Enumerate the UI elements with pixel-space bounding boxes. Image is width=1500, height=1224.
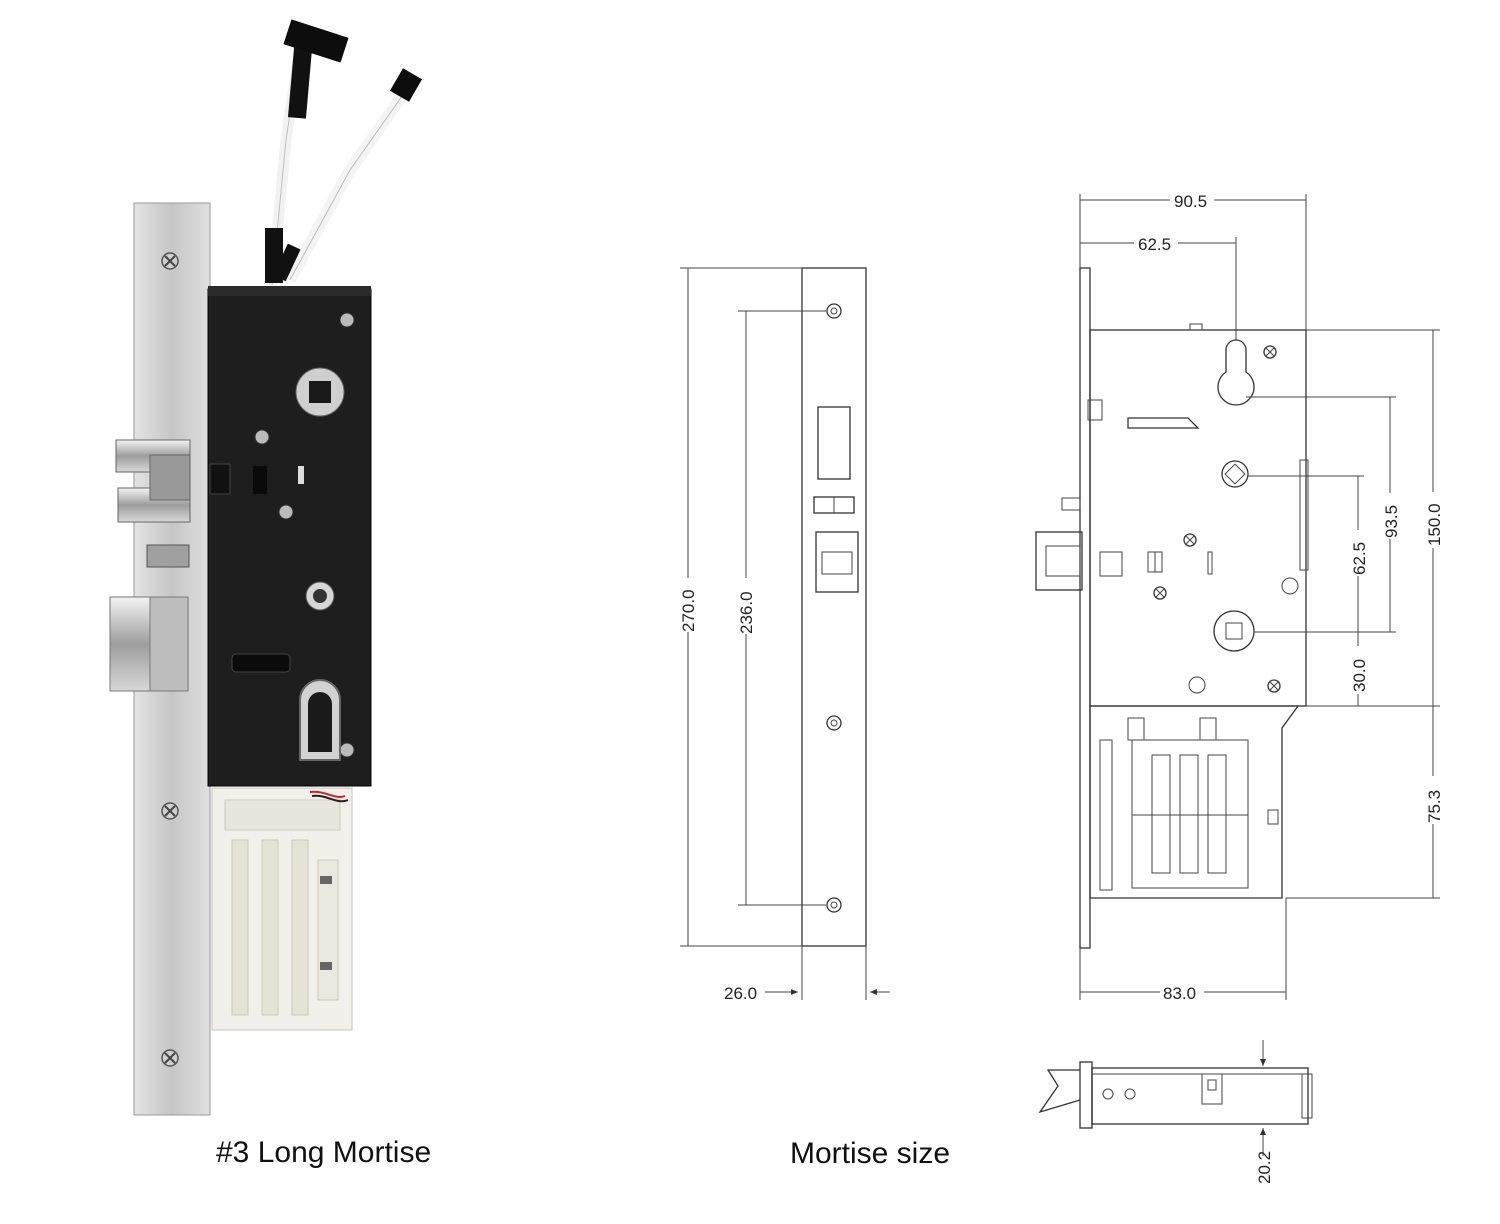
dim-backset: 62.5: [1138, 235, 1171, 254]
faceplate-screw: [161, 1049, 179, 1067]
dim-screw-spacing: 236.0: [737, 591, 756, 634]
dim-keyhole-to-cylinder: 93.5: [1382, 505, 1401, 538]
internal-lever: [1127, 417, 1200, 429]
auxiliary-latch: [146, 544, 190, 568]
case-outline: [1089, 329, 1307, 707]
dim-overall-length: 270.0: [679, 589, 698, 632]
battery-box-outline: [1089, 705, 1300, 899]
thumb-turn-hub: [305, 581, 335, 611]
side-view-drawing: 90.5 62.5 83.0 150.0 93.5 62.5 30.0: [1035, 190, 1447, 1003]
dim-spindle-to-cylinder: 62.5: [1350, 542, 1369, 575]
deadbolt-profile: [1035, 531, 1123, 591]
cylinder-hub: [1213, 610, 1255, 652]
deadbolt: [109, 596, 189, 692]
latch-bolt-profile: [1038, 1069, 1081, 1114]
dim-thickness: 20.2: [1255, 1151, 1274, 1184]
faceplate-drawing: 270.0 236.0 26.0: [675, 267, 890, 1003]
case-screw: [339, 312, 355, 328]
lock-case: [207, 288, 372, 787]
dim-cylinder-to-bottom: 30.0: [1350, 659, 1369, 692]
case-screw: [1263, 345, 1277, 359]
case-screw: [339, 742, 355, 758]
dim-faceplate-width: 26.0: [724, 984, 757, 1003]
keyhole: [1217, 339, 1255, 406]
faceplate-screw: [161, 252, 179, 270]
drawing-screw: [826, 897, 842, 913]
caption-mortise-size: Mortise size: [790, 1137, 951, 1170]
handle-spindle-hub: [295, 367, 345, 417]
case-screw: [1183, 533, 1197, 547]
latch-slot: [253, 466, 267, 494]
case-screw: [254, 429, 270, 445]
battery-box: [211, 787, 353, 1031]
deadbolt-cutout: [815, 531, 859, 593]
dim-total-width: 90.5: [1174, 192, 1207, 211]
case-slot: [231, 653, 291, 673]
dim-battery-box-height: 75.3: [1425, 790, 1444, 823]
caption-long-mortise: #3 Long Mortise: [216, 1136, 432, 1169]
indicator-slot: [298, 466, 304, 484]
cable-harness: [265, 19, 423, 286]
dim-case-height: 150.0: [1425, 503, 1444, 546]
case-screw: [278, 504, 294, 520]
top-view-drawing: 20.2: [1038, 1040, 1313, 1184]
drawing-screw: [826, 303, 842, 319]
dim-body-width: 83.0: [1163, 984, 1196, 1003]
latch-bolt: [115, 439, 191, 523]
case-screw: [1267, 679, 1281, 693]
drawing-screw: [826, 715, 842, 731]
faceplate-screw: [161, 802, 179, 820]
mortise-lock-photo: [109, 19, 423, 1116]
latch-cutout: [817, 406, 851, 480]
case-screw: [1153, 586, 1167, 600]
